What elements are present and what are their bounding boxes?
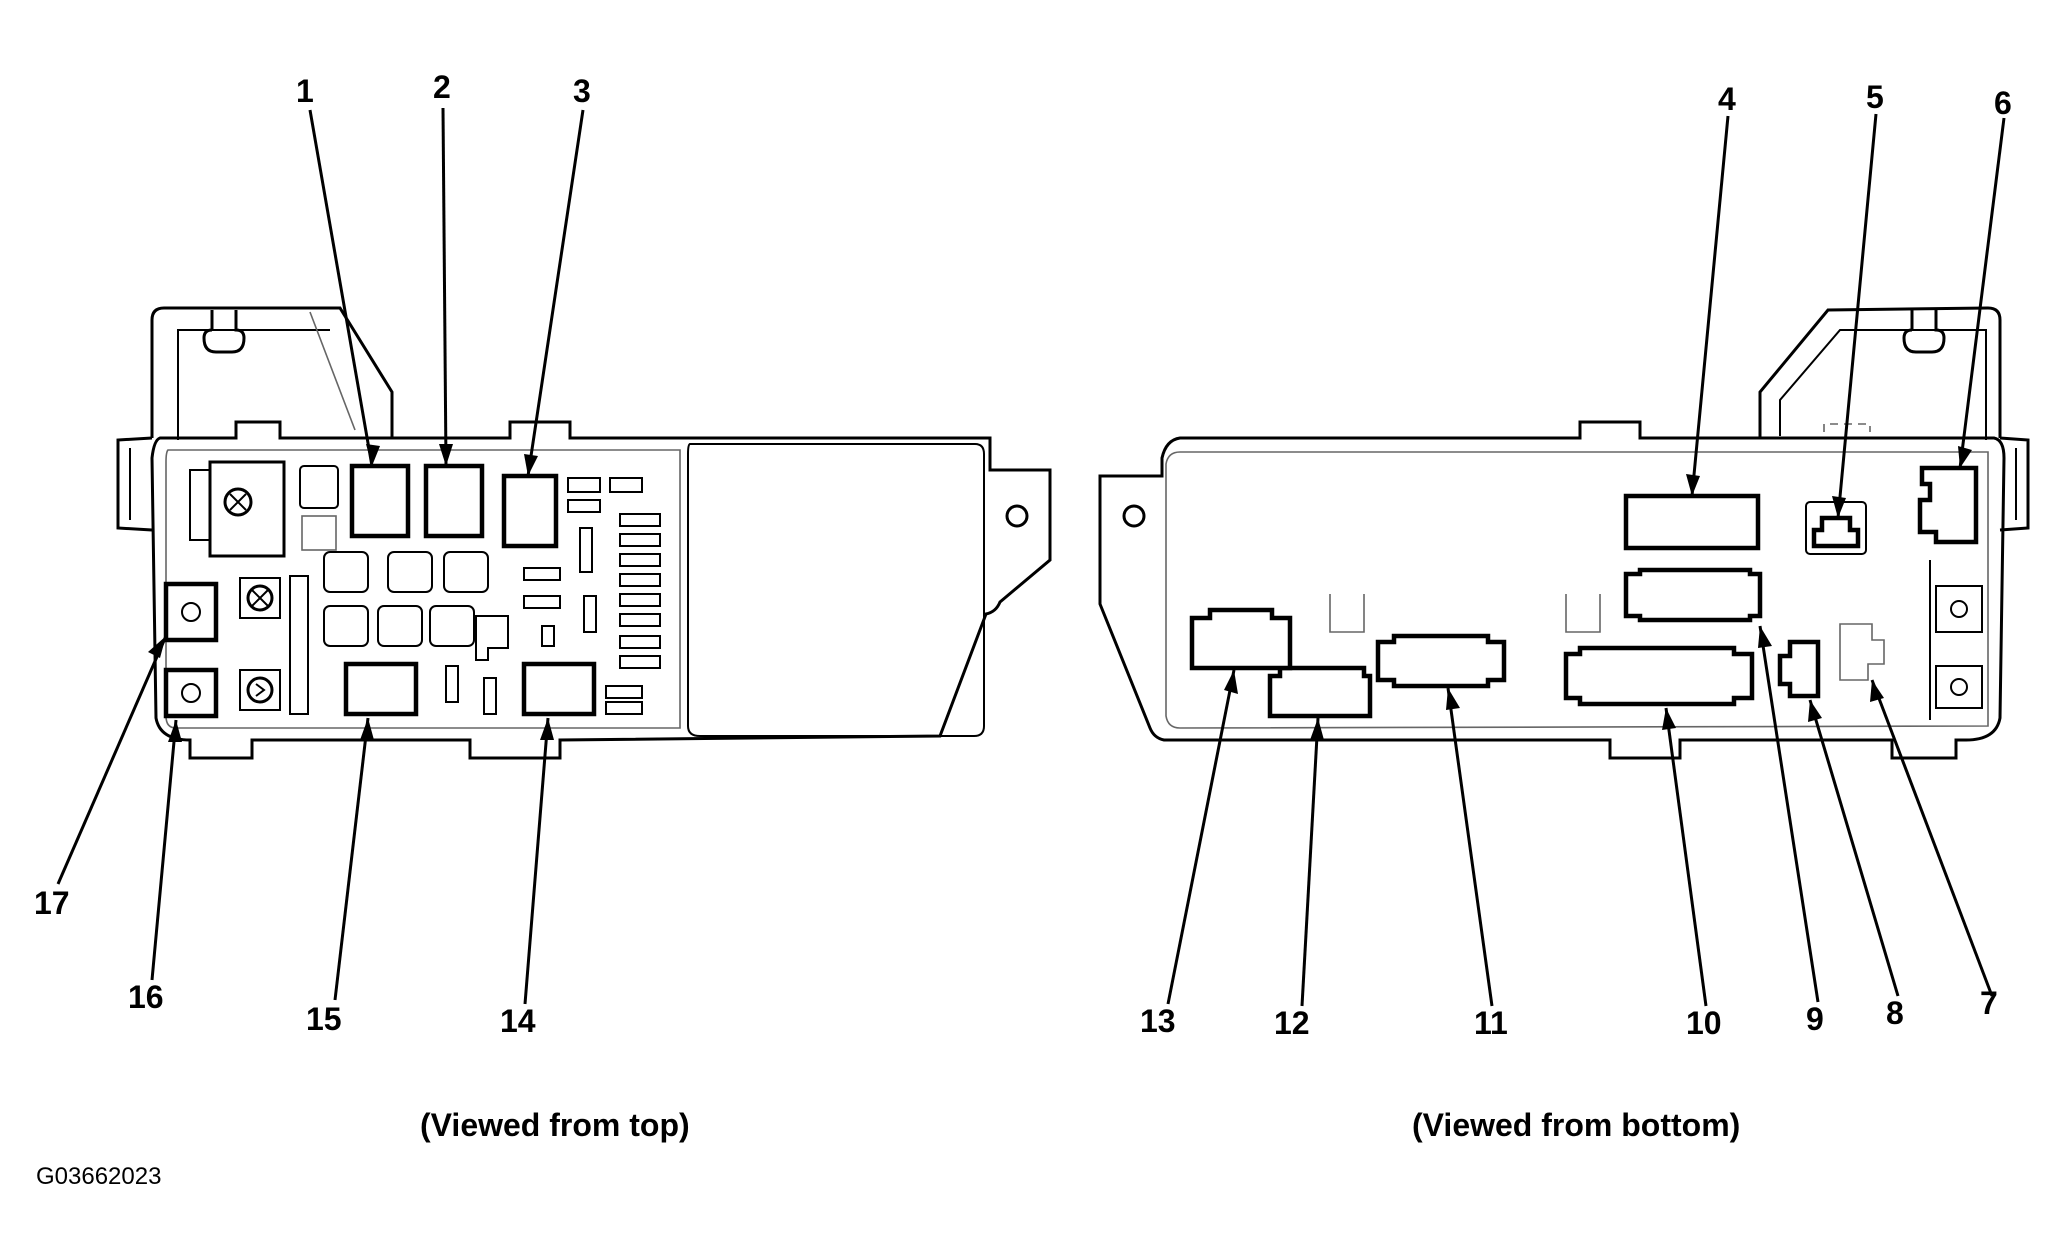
bottom-view-part-8 [1777,639,1821,699]
top-view-mount-hole [1005,504,1029,528]
bottom-view: 4 5 6 7 8 9 10 11 12 13 (Viewed from bot… [1098,79,2030,1143]
callout-15: 15 [306,1001,342,1037]
callout-2: 2 [433,69,451,105]
callout-7: 7 [1980,985,1998,1021]
bottom-view-part-6 [1917,465,1979,545]
callout-16: 16 [128,979,164,1015]
callout-17: 17 [34,885,70,921]
bottom-view-housing [1098,420,2006,760]
callout-3: 3 [573,73,591,109]
callout-8: 8 [1886,995,1904,1031]
figure-code: G03662023 [36,1163,161,1190]
top-view-part-3 [501,473,559,549]
top-view-caption: (Viewed from top) [420,1107,690,1143]
top-view-part-16 [163,667,219,719]
bottom-view-part-11 [1375,633,1507,689]
bottom-view-part-13 [1189,607,1293,671]
top-view-bracket-slot [202,310,246,354]
top-view: 1 2 3 14 15 16 17 (Viewed from top) [34,69,1052,1143]
callout-11: 11 [1474,1005,1508,1041]
callout-4: 4 [1718,81,1736,117]
callout-9: 9 [1806,1001,1824,1037]
top-view-housing [150,420,1052,760]
top-view-part-14 [521,661,597,717]
top-view-part-2 [423,463,485,539]
bottom-view-part-4 [1623,493,1761,551]
callout-1: 1 [296,73,314,109]
bottom-view-part-10 [1563,645,1755,707]
callout-6: 6 [1994,85,2012,121]
callout-12: 12 [1274,1005,1310,1041]
top-view-mini-fuses [523,477,661,715]
top-view-part-1 [349,463,411,539]
bottom-view-mount-hole [1122,504,1146,528]
callout-13: 13 [1140,1003,1176,1039]
top-view-part-15 [343,661,419,717]
top-view-cover-panel [687,443,985,737]
top-view-mounting-bracket [150,306,394,438]
bottom-view-bracket-slot [1902,310,1946,354]
bottom-view-part-12 [1267,665,1373,719]
bottom-view-part-9 [1623,567,1763,623]
callout-10: 10 [1686,1005,1722,1041]
callout-14: 14 [500,1003,536,1039]
top-view-part-17 [163,581,219,643]
bottom-view-part-7 [1839,623,1885,681]
callout-5: 5 [1866,79,1884,115]
bottom-view-caption: (Viewed from bottom) [1412,1107,1740,1143]
bottom-view-mounting-bracket [1758,306,2002,438]
bottom-view-part-5 [1805,501,1867,555]
